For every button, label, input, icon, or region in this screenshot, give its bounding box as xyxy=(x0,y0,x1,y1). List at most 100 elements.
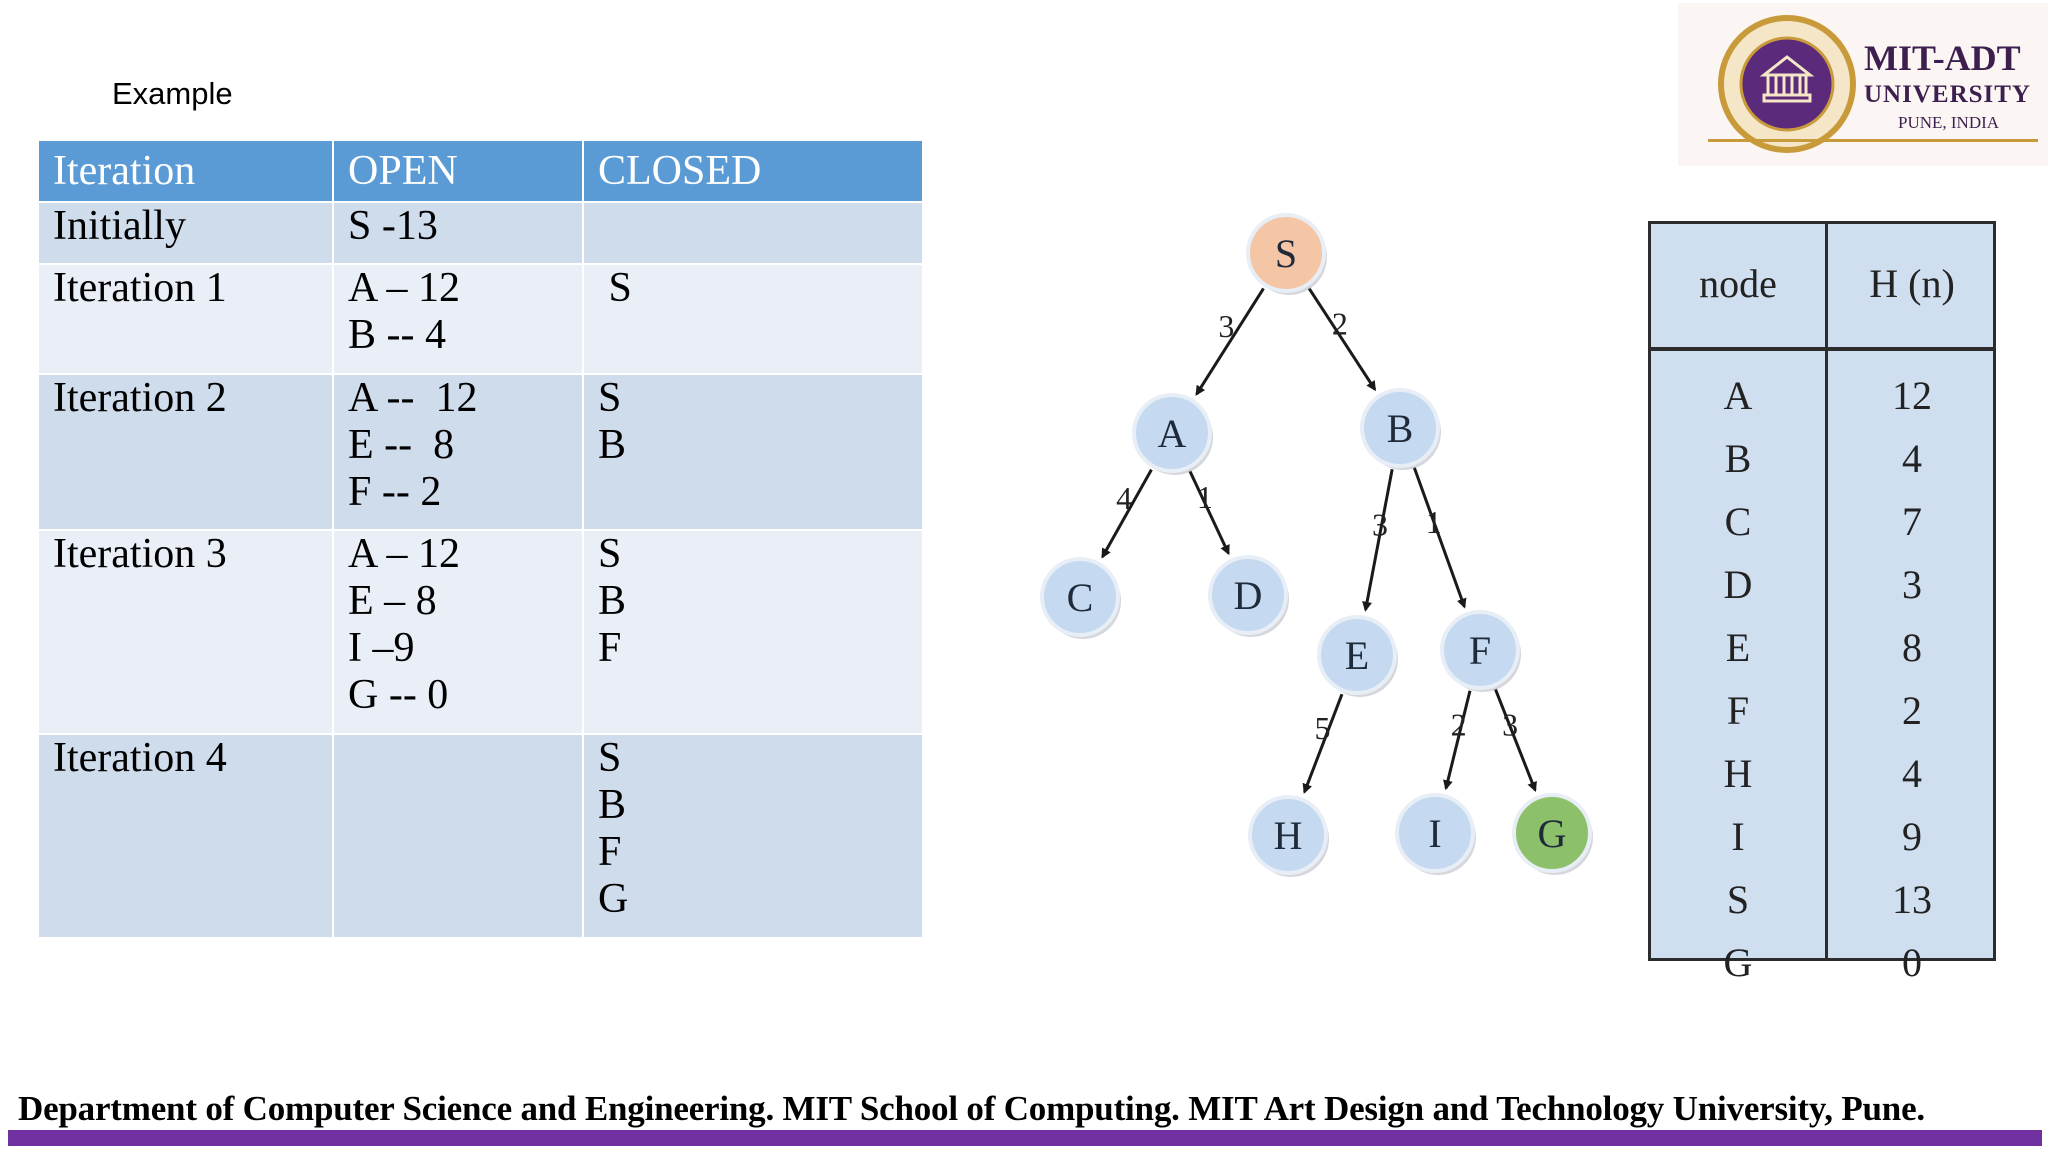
heuristic-node: H xyxy=(1723,751,1753,796)
closed-entry: S xyxy=(598,265,632,311)
edge-S-A xyxy=(1195,287,1265,396)
open-entry: A – 12 xyxy=(348,531,461,577)
open-entry: S -13 xyxy=(348,203,438,249)
graph-node-A: A xyxy=(1132,393,1213,475)
heuristic-value: 2 xyxy=(1902,688,1922,733)
edge-weight-B-E: 3 xyxy=(1372,507,1388,543)
heuristic-value: 7 xyxy=(1902,499,1922,544)
graph-node-E: E xyxy=(1317,615,1398,697)
closed-cell xyxy=(582,201,924,265)
logo-title: MIT-ADT xyxy=(1864,38,2021,78)
heuristic-node: E xyxy=(1725,625,1751,670)
edge-weight-B-F: 1 xyxy=(1426,504,1442,540)
heuristic-value: 3 xyxy=(1902,562,1922,607)
heuristic-value: 0 xyxy=(1902,940,1922,985)
footer-bar xyxy=(8,1130,2042,1146)
heuristic-node: D xyxy=(1723,562,1753,607)
edge-weight-F-I: 2 xyxy=(1451,707,1467,743)
graph-node-label: I xyxy=(1428,811,1441,856)
graph-node-label: C xyxy=(1067,575,1094,620)
open-cell xyxy=(332,733,584,939)
iteration-cell: Iteration 3 xyxy=(37,529,334,735)
edge-S-B xyxy=(1307,287,1377,392)
heuristic-value: 13 xyxy=(1892,877,1932,922)
university-seal-icon xyxy=(1718,15,1856,153)
graph-node-label: F xyxy=(1469,628,1491,673)
closed-entry: B xyxy=(598,782,627,828)
heuristic-value: 4 xyxy=(1902,436,1922,481)
heuristic-value: 9 xyxy=(1902,814,1922,859)
closed-entry: B xyxy=(598,422,627,468)
graph-node-label: G xyxy=(1538,811,1567,856)
heuristic-node: G xyxy=(1723,940,1753,985)
open-entry: E -- 8 xyxy=(348,422,455,468)
edge-F-G xyxy=(1493,688,1537,793)
heuristic-node: F xyxy=(1726,688,1750,733)
heuristic-node: S xyxy=(1726,877,1750,922)
closed-entry: F xyxy=(598,829,622,875)
edge-A-C xyxy=(1101,468,1153,559)
open-entry: E – 8 xyxy=(348,578,437,624)
iteration-cell: Iteration 4 xyxy=(37,733,334,939)
heuristic-header-node: node xyxy=(1699,261,1777,306)
iteration-table-header: Iteration OPEN CLOSED xyxy=(37,139,924,203)
edge-A-D xyxy=(1188,470,1230,556)
edge-weight-S-A: 3 xyxy=(1218,308,1234,344)
open-entry: F -- 2 xyxy=(348,469,442,515)
open-entry: I –9 xyxy=(348,625,415,671)
edge-weight-A-C: 4 xyxy=(1116,480,1132,516)
university-logo: MIT-ADT UNIVERSITY PUNE, INDIA xyxy=(1678,3,2048,166)
edge-B-E xyxy=(1362,468,1394,612)
iteration-cell: Iteration 1 xyxy=(37,263,334,375)
logo-underline xyxy=(1708,139,2038,142)
heuristic-table-header-rule xyxy=(1651,347,1993,351)
edge-weight-E-H: 5 xyxy=(1315,710,1331,746)
heuristic-node: A xyxy=(1723,373,1753,418)
iteration-cell: Iteration 2 xyxy=(37,373,334,531)
graph-node-label: B xyxy=(1387,406,1414,451)
graph-node-G: G xyxy=(1512,793,1593,875)
heuristic-header-h: H (n) xyxy=(1869,261,1955,306)
edge-weight-F-G: 3 xyxy=(1502,707,1518,743)
closed-entry: S xyxy=(598,375,622,421)
graph-node-C: C xyxy=(1040,557,1121,639)
heuristic-node: C xyxy=(1724,499,1752,544)
graph-node-B: B xyxy=(1360,388,1441,470)
graph-node-label: H xyxy=(1274,813,1303,858)
open-entry: B -- 4 xyxy=(348,312,446,358)
open-entry: A -- 12 xyxy=(348,375,478,421)
graph-node-F: F xyxy=(1440,610,1521,692)
footer-department: Department of Computer Science and Engin… xyxy=(18,1089,1925,1128)
edge-weight-S-B: 2 xyxy=(1332,306,1348,342)
graph-node-label: A xyxy=(1158,411,1187,456)
graph-node-H: H xyxy=(1248,795,1329,877)
heuristic-value: 4 xyxy=(1902,751,1922,796)
open-cell: S -13 xyxy=(332,201,584,265)
logo-location: PUNE, INDIA xyxy=(1898,113,2000,132)
open-entry: G -- 0 xyxy=(348,672,449,718)
heuristic-node: B xyxy=(1724,436,1752,481)
graph-node-I: I xyxy=(1395,793,1476,875)
heuristic-value: 8 xyxy=(1902,625,1922,670)
header-open: OPEN xyxy=(332,139,584,203)
heuristic-table-divider xyxy=(1825,224,1828,958)
edge-F-I xyxy=(1443,690,1472,791)
edge-E-H xyxy=(1302,693,1344,794)
closed-cell: S xyxy=(582,263,924,375)
heuristic-node: I xyxy=(1731,814,1745,859)
graph-node-label: S xyxy=(1275,231,1297,276)
